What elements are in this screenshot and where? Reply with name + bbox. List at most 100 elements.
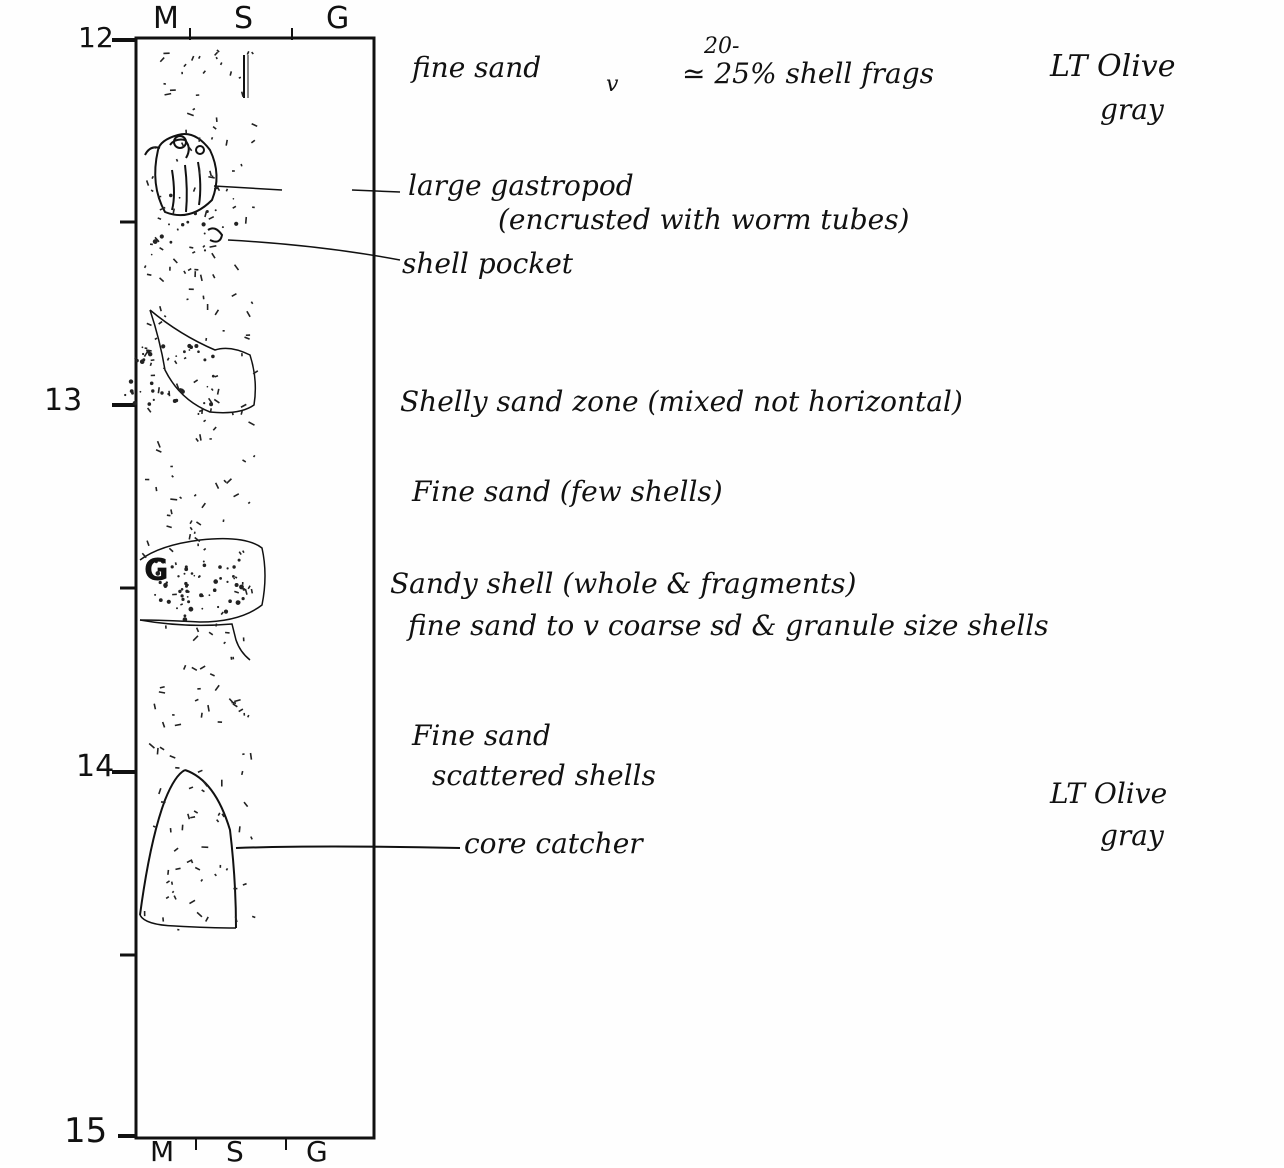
sand-grain (189, 246, 194, 249)
sand-grain (202, 781, 208, 787)
sand-grain (201, 846, 209, 849)
sand-grain (176, 228, 179, 231)
shell-fragment (178, 589, 182, 594)
grain-scale-bottom-g: G (306, 1135, 328, 1168)
shell-fragment (197, 350, 200, 354)
sand-grain (209, 245, 217, 248)
sand-grain (241, 353, 243, 357)
sand-grain (221, 779, 223, 787)
shell-fragment (228, 599, 232, 603)
sand-grain (143, 911, 146, 917)
sand-grain (231, 293, 237, 297)
sand-grain (173, 847, 179, 852)
sand-grain (172, 258, 178, 264)
sand-grain (202, 70, 206, 74)
sand-grain (231, 412, 234, 416)
sand-grain (230, 656, 233, 660)
annotation-shell-percent-alt: 20- (704, 34, 740, 59)
shell-fragment (189, 345, 193, 350)
sand-grain (177, 928, 180, 931)
sand-grain (183, 664, 187, 670)
sand-grain (188, 786, 194, 790)
sand-grain (153, 703, 157, 710)
sand-grain (207, 397, 213, 404)
sand-grain (179, 496, 183, 500)
sand-grain (209, 170, 213, 177)
sandy-shell-zone-outline (139, 619, 251, 661)
sand-grain (196, 911, 203, 918)
sand-grain (163, 314, 167, 318)
annotation-fine-sand-few: Fine sand (few shells) (412, 475, 723, 508)
sand-grain (165, 880, 170, 884)
sand-grain (188, 533, 192, 540)
sand-grain (245, 334, 251, 337)
sand-grain (141, 552, 147, 559)
shell-fragment (135, 358, 139, 363)
shell-fragment (165, 581, 168, 584)
shell-fragment (233, 577, 236, 580)
shell-fragment (178, 196, 181, 199)
shell-fragment (139, 390, 142, 393)
annotation-shelly-sand: Shelly sand zone (mixed not horizontal) (400, 385, 963, 418)
sand-grain (162, 917, 165, 922)
sand-grain (154, 337, 158, 341)
depth-label-12: 12 (78, 21, 114, 54)
shell-fragment (188, 606, 194, 612)
shell-fragment (170, 565, 174, 569)
sand-grain (143, 265, 147, 269)
sand-grain (229, 71, 233, 76)
shell-fragment (201, 594, 204, 598)
leader-gastropod (213, 185, 283, 191)
sand-grain (197, 687, 201, 690)
shell-fragment (177, 575, 180, 578)
sand-grain (211, 252, 216, 259)
shell-fragment (242, 588, 246, 591)
sand-grain (241, 582, 244, 585)
sand-grain (222, 519, 225, 523)
sand-grain (201, 502, 206, 509)
sand-grain (166, 525, 172, 529)
sand-grain (189, 520, 193, 525)
sand-grain (155, 486, 158, 492)
shell-fragment (187, 590, 190, 593)
shell-fragment (166, 599, 171, 604)
sand-grain (200, 712, 203, 718)
annotation-shell-pocket: shell pocket (402, 247, 574, 280)
sand-grain (188, 146, 193, 152)
sand-grain (223, 479, 227, 483)
sand-grain (200, 878, 204, 882)
sand-grain (217, 721, 223, 723)
shell-fragment (211, 354, 215, 359)
shell-fragment (181, 223, 185, 227)
shell-fragment (188, 349, 191, 351)
annotation-tilde: v (606, 72, 619, 97)
shell-fragment (159, 234, 164, 239)
sand-grain (172, 593, 177, 596)
sand-grain (202, 244, 206, 248)
sand-grain (201, 789, 205, 793)
sand-grain (216, 49, 220, 53)
shell-fragment (151, 389, 155, 393)
sand-grain (197, 412, 200, 415)
sand-grain (192, 635, 199, 642)
sand-grain (158, 788, 162, 795)
shell-fragment (169, 240, 173, 244)
annotation-color-top-2: gray (1100, 93, 1164, 126)
sand-grain (197, 769, 203, 773)
sand-grain (232, 656, 235, 660)
shell-fragment (232, 198, 235, 200)
sand-grain (219, 864, 222, 868)
sand-grain (192, 107, 196, 111)
sand-grain (225, 139, 229, 146)
sand-grain (144, 347, 148, 350)
sand-grain (240, 403, 247, 408)
sand-grain (161, 576, 165, 579)
sand-grain (232, 205, 237, 209)
shell-fragment (223, 609, 229, 614)
annotation-color-top: LT Olive (1050, 49, 1176, 84)
sand-grain (188, 288, 194, 291)
sand-grain (164, 92, 172, 96)
sand-grain (194, 698, 199, 702)
sand-grain (186, 112, 194, 117)
annotation-sandy-shell: Sandy shell (whole & fragments) (390, 567, 857, 600)
